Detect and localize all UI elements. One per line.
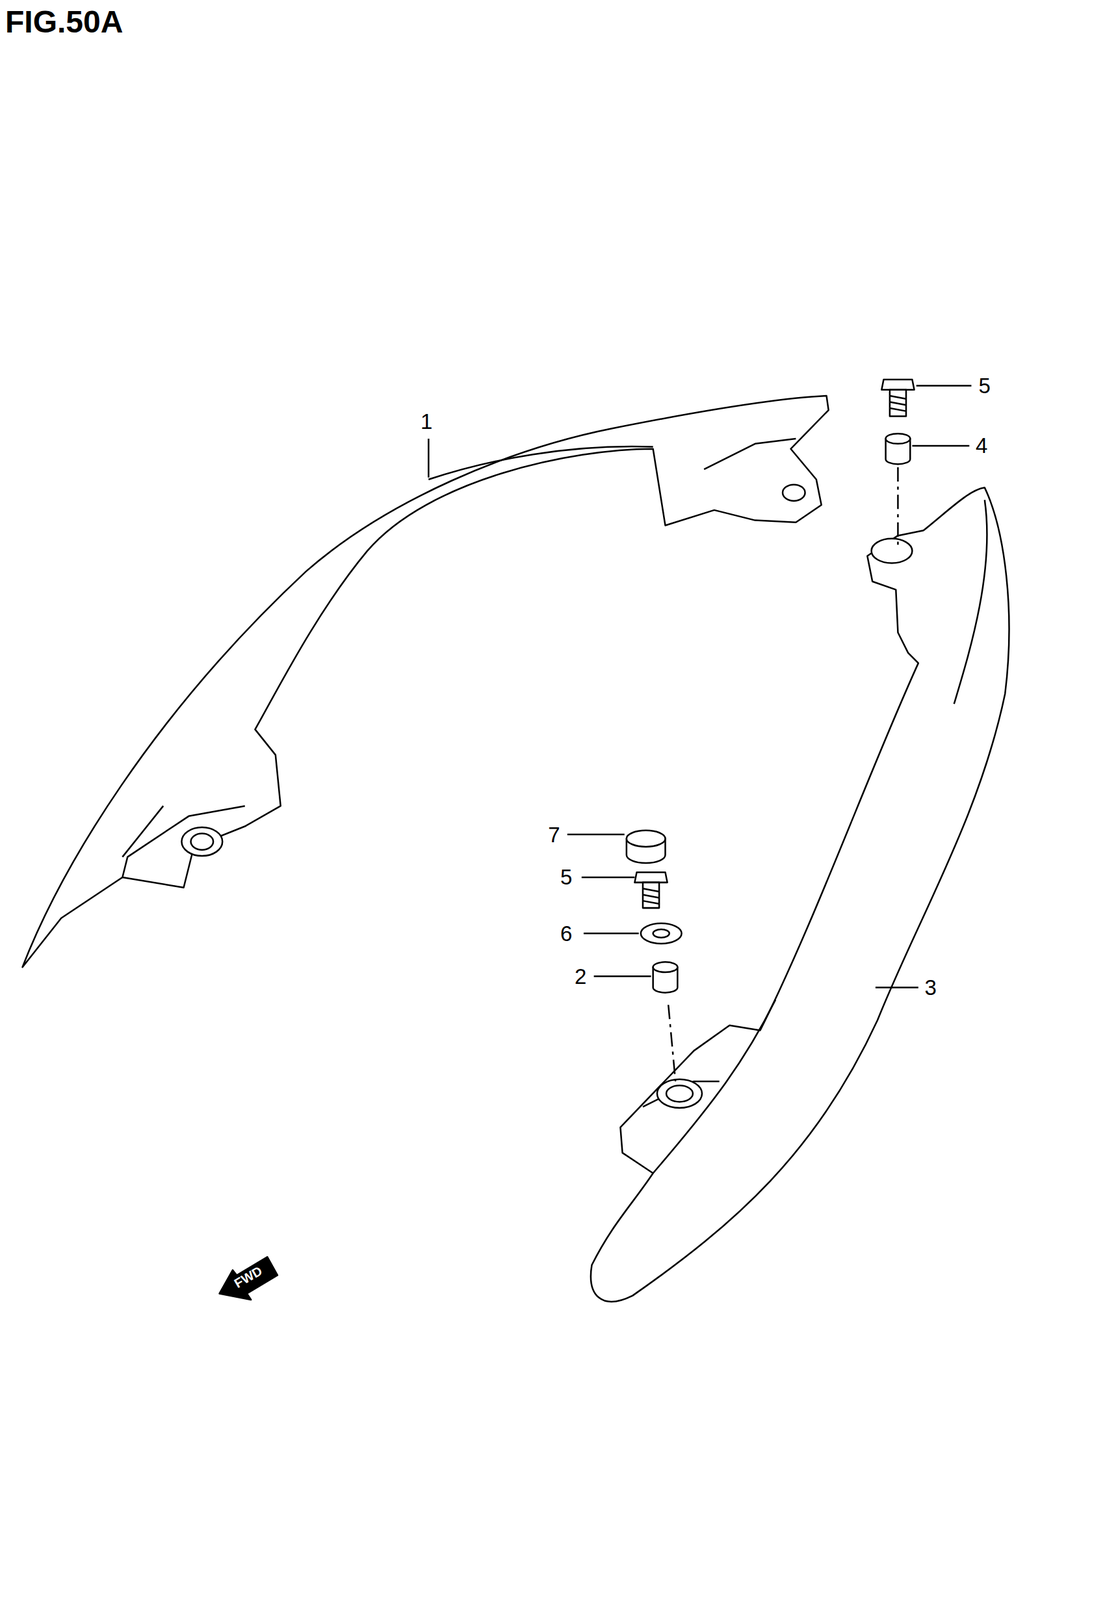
collar (885, 433, 911, 465)
grab-rail-left (22, 395, 829, 968)
collar (653, 962, 678, 993)
bolt (881, 379, 914, 417)
cap (626, 830, 666, 864)
callout-number: 7 (547, 824, 560, 846)
callout-number: 6 (560, 923, 572, 945)
callout-number: 4 (975, 434, 988, 457)
callout-number: 5 (978, 375, 991, 397)
grab-rail-right (590, 487, 1009, 1302)
figure-title: FIG.50A (5, 6, 123, 38)
washer (640, 923, 682, 944)
bolt (634, 872, 667, 909)
callout-number: 5 (560, 866, 572, 888)
callout-number: 1 (420, 410, 433, 433)
forward-arrow (219, 1257, 278, 1300)
callout-number: 2 (574, 965, 587, 988)
callout-number: 3 (924, 976, 936, 999)
